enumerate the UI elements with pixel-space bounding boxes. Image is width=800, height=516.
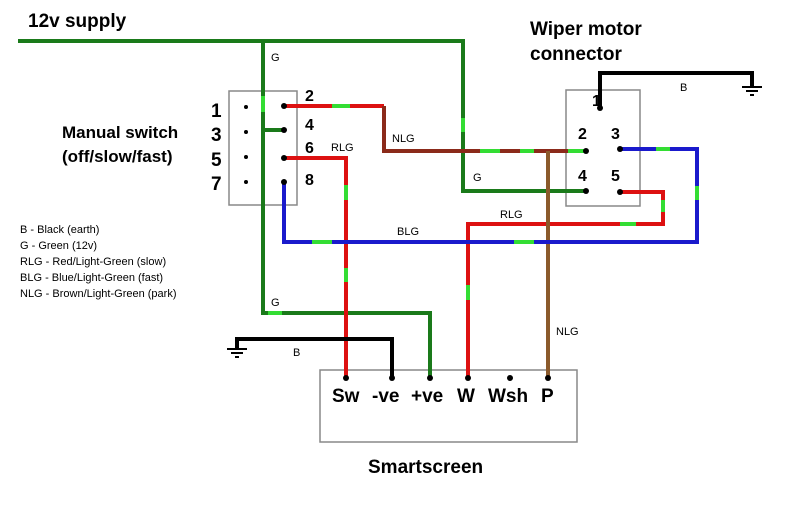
legend-item: NLG - Brown/Light-Green (park) bbox=[20, 288, 177, 300]
smartscreen-label: Smartscreen bbox=[368, 457, 483, 478]
motor-pin-5: 5 bbox=[611, 168, 620, 185]
wire-label-rlg-switch: RLG bbox=[331, 142, 354, 154]
blue-wire-marks bbox=[312, 147, 699, 244]
legend-item: B - Black (earth) bbox=[20, 224, 99, 236]
terminal-dots bbox=[281, 103, 623, 381]
wire-label-g-bottom: G bbox=[271, 297, 280, 309]
switch-pin-5: 5 bbox=[211, 150, 222, 171]
switch-label-line2: (off/slow/fast) bbox=[62, 147, 173, 166]
motor-label-line1: Wiper motor bbox=[530, 19, 642, 40]
motor-pin-1: 1 bbox=[592, 93, 601, 110]
terminal-neg: -ve bbox=[372, 386, 399, 407]
wire-label-b-smart: B bbox=[293, 347, 300, 359]
earth-symbol-motor bbox=[742, 86, 762, 96]
black-wire-earth bbox=[235, 71, 754, 378]
switch-label-line1: Manual switch bbox=[62, 123, 178, 142]
green-wire-marks bbox=[261, 96, 465, 315]
terminal-w: W bbox=[457, 386, 475, 407]
supply-label: 12v supply bbox=[28, 11, 127, 32]
switch-pin-7: 7 bbox=[211, 174, 222, 195]
legend-item: G - Green (12v) bbox=[20, 240, 97, 252]
switch-pin-2: 2 bbox=[305, 88, 314, 105]
motor-pin-4: 4 bbox=[578, 168, 587, 185]
legend: B - Black (earth) G - Green (12v) RLG - … bbox=[20, 224, 177, 300]
wire-label-b-motor: B bbox=[680, 82, 687, 94]
wire-label-nlg-right: NLG bbox=[556, 326, 579, 338]
switch-pin-4: 4 bbox=[305, 117, 314, 134]
legend-item: RLG - Red/Light-Green (slow) bbox=[20, 256, 166, 268]
wire-label-rlg-right: RLG bbox=[500, 209, 523, 221]
switch-pin-1: 1 bbox=[211, 101, 222, 122]
wire-label-blg: BLG bbox=[397, 226, 419, 238]
switch-pin-3: 3 bbox=[211, 125, 222, 146]
switch-pin-8: 8 bbox=[305, 172, 314, 189]
terminal-sw: Sw bbox=[332, 386, 360, 407]
blue-wire-fast bbox=[282, 147, 699, 244]
wire-label-g-top: G bbox=[271, 52, 280, 64]
legend-item: BLG - Blue/Light-Green (fast) bbox=[20, 272, 163, 284]
wire-label-g-motor: G bbox=[473, 172, 482, 184]
motor-pin-3: 3 bbox=[611, 126, 620, 143]
terminal-p: P bbox=[541, 386, 554, 407]
red-wire-marks bbox=[332, 104, 665, 300]
switch-pin-6: 6 bbox=[305, 140, 314, 157]
switch-holes bbox=[244, 105, 248, 184]
brown-wire-park bbox=[382, 106, 586, 378]
wire-label-nlg-top: NLG bbox=[392, 133, 415, 145]
terminal-pos: +ve bbox=[411, 386, 443, 407]
terminal-wsh: Wsh bbox=[488, 386, 528, 407]
motor-label-line2: connector bbox=[530, 44, 622, 65]
earth-symbol-smartscreen bbox=[227, 348, 247, 358]
smartscreen-box bbox=[319, 369, 578, 443]
motor-pin-2: 2 bbox=[578, 126, 587, 143]
